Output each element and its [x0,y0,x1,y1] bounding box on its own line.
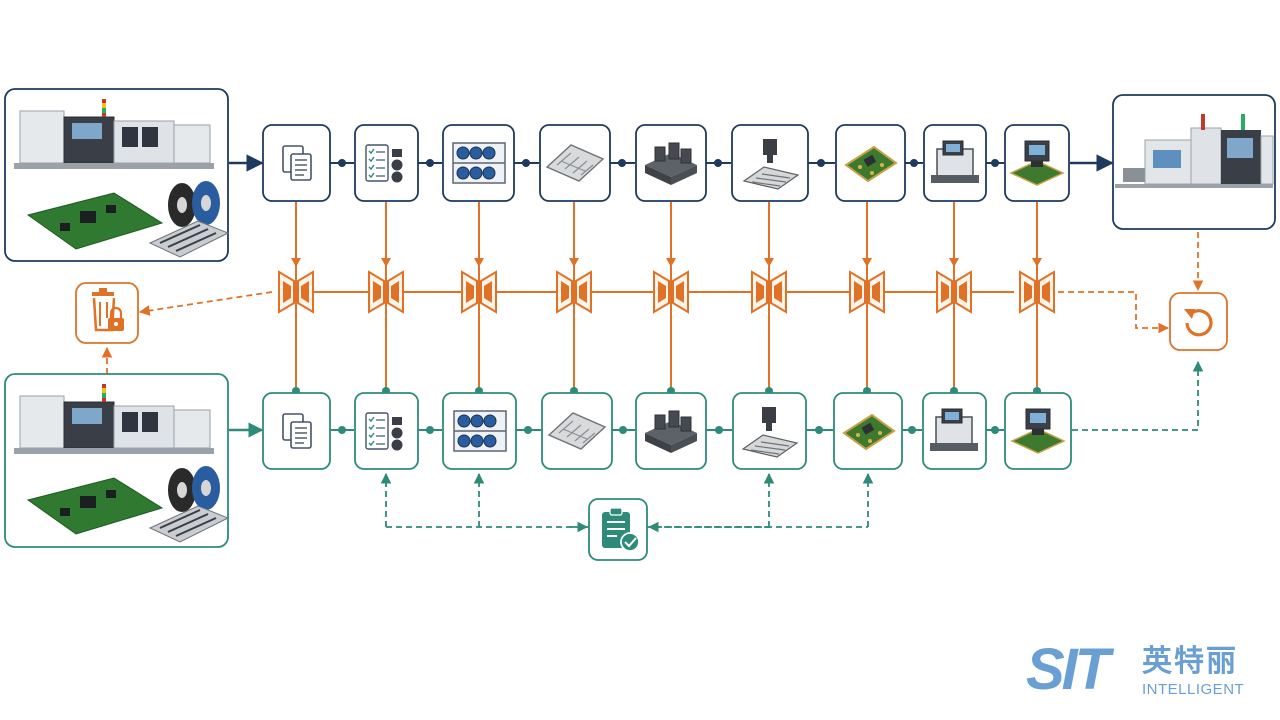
refresh-icon [1184,309,1213,337]
reel-rack-icon [452,142,506,184]
trash-lock-icon [92,288,124,332]
bottom-step-nozzle[interactable] [732,392,807,470]
top-step-documents[interactable] [262,124,331,202]
logo-english-name: INTELLIGENT [1142,681,1245,698]
top-step-machine-pcb[interactable] [1004,124,1070,202]
bottom-step-stencil[interactable] [541,392,613,470]
top-step-checklist[interactable] [354,124,419,202]
bottom-step-documents[interactable] [262,392,331,470]
top-step-nozzle[interactable] [731,124,809,202]
bottom-flow-connectors [229,360,1204,438]
top-flow-connectors [229,154,1114,172]
reel-rack-icon [453,410,507,452]
logo-chinese-name: 英特丽 [1142,644,1238,679]
top-step-reel-rack[interactable] [442,124,515,202]
refresh-node[interactable] [1169,292,1228,351]
bottom-step-pcb[interactable] [833,392,903,470]
bottom-source-image [4,373,229,548]
top-output-image [1112,94,1276,230]
bottom-step-checklist[interactable] [354,392,419,470]
logo-mark: SIT [1026,637,1110,702]
bottom-steps [262,392,1072,470]
bottom-step-reel-rack[interactable] [442,392,517,470]
bottom-step-inspection[interactable] [922,392,987,470]
top-source-image [4,88,229,262]
top-step-feeder[interactable] [635,124,707,202]
checklist-components-icon [365,412,404,452]
approval-node[interactable] [588,498,648,561]
checklist-components-icon [365,144,404,184]
bottom-step-machine-pcb[interactable] [1004,392,1072,470]
valve-row [278,271,1055,313]
clipboard-check-icon [602,507,640,552]
top-step-pcb[interactable] [835,124,906,202]
dashed-side-links [101,232,1204,374]
top-step-stencil[interactable] [539,124,611,202]
bottom-step-feeder[interactable] [635,392,707,470]
trash-lock-node[interactable] [75,282,139,344]
top-steps [262,124,1070,202]
top-step-inspection[interactable] [923,124,987,202]
company-logo: SIT 英特丽 INTELLIGENT [1026,640,1266,704]
